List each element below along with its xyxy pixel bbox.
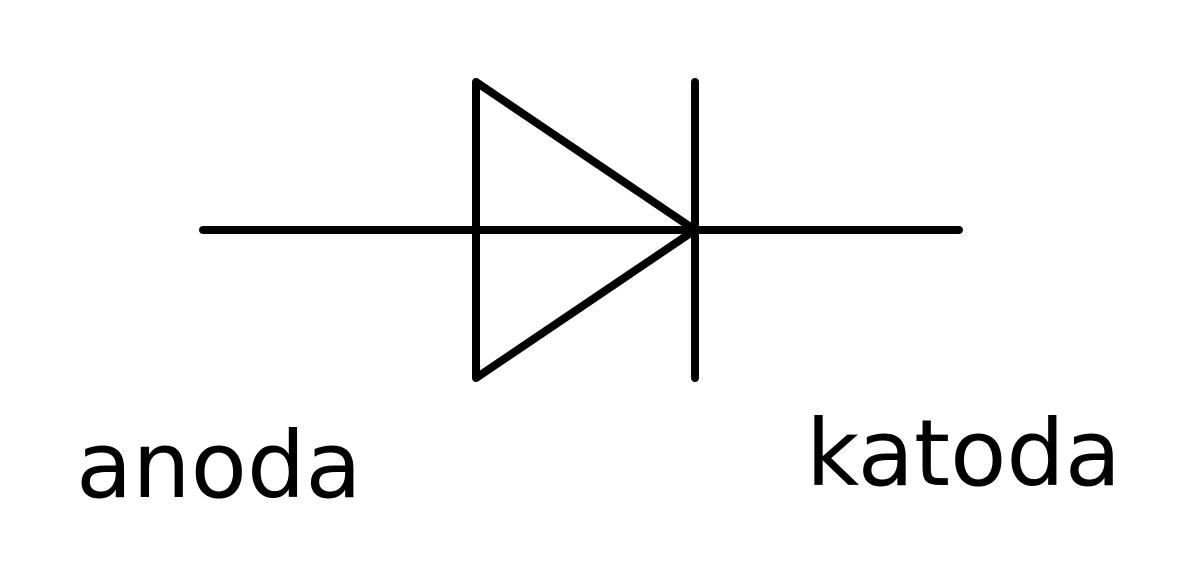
anode-label: anoda (76, 412, 362, 519)
cathode-label: katoda (806, 400, 1122, 507)
diode-triangle (472, 78, 699, 382)
